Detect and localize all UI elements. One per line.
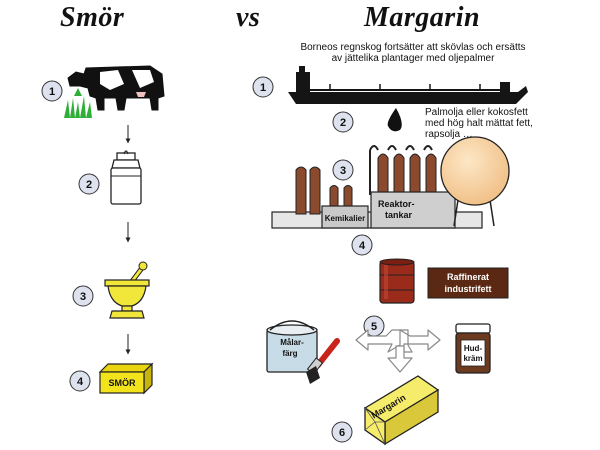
step-circle xyxy=(351,234,373,256)
refined-label-line1: Raffinerat xyxy=(447,272,489,282)
step-circle xyxy=(72,285,94,307)
refined-label-line2: industrifett xyxy=(445,284,492,294)
step-circle xyxy=(332,159,354,181)
margarine-step-5: 5 Målar- färg Hud- kräm xyxy=(266,315,491,384)
cow-icon xyxy=(67,65,165,111)
step-circle xyxy=(332,111,354,133)
step-circle xyxy=(78,173,100,195)
butter-label: SMÖR xyxy=(109,378,137,388)
margarine-step-6: 6 Margarin xyxy=(331,375,440,446)
palm-note-line3: rapsolja … xyxy=(425,129,473,140)
step-circle xyxy=(41,80,63,102)
margarine-step-2: 2 xyxy=(332,108,402,133)
butter-block-icon: SMÖR xyxy=(98,362,154,395)
step-number: 4 xyxy=(77,376,84,388)
step-number: 1 xyxy=(49,86,55,98)
butter-step-2: 2 xyxy=(78,150,142,205)
refined-fat-label: Raffinerat industrifett xyxy=(427,267,509,299)
three-way-arrow-icon xyxy=(355,329,441,373)
step-number: 2 xyxy=(340,117,346,129)
butter-step-3: 3 xyxy=(72,261,150,319)
chemicals-box xyxy=(321,205,369,229)
oil-barrel-icon xyxy=(379,258,415,304)
title-margarine: Margarin xyxy=(364,2,481,33)
chemicals-label: Kemikalier xyxy=(325,214,365,223)
margarine-pack-icon: Margarin xyxy=(363,375,440,446)
reactor-tanks-box xyxy=(370,191,456,229)
paint-label-line2: färg xyxy=(282,349,297,358)
grass-icon xyxy=(64,88,92,118)
butter-step-1: 1 xyxy=(41,65,165,118)
borneo-note-line2: av jättelika plantager med oljepalmer xyxy=(331,53,495,64)
step-number: 3 xyxy=(340,165,346,177)
refinery-icon: Kemikalier Reaktor- tankar xyxy=(271,136,510,229)
milk-can-icon xyxy=(110,150,142,205)
paint-brush-icon xyxy=(306,338,340,384)
skin-cream-jar-icon: Hud- kräm xyxy=(455,323,491,374)
step-circle xyxy=(69,370,91,392)
reactor-label-line1: Reaktor- xyxy=(378,199,415,209)
cream-label-line1: Hud- xyxy=(464,344,483,353)
paint-label-line1: Målar- xyxy=(280,338,304,347)
borneo-note-line1: Borneos regnskog fortsätter att skövlas … xyxy=(300,42,526,53)
title-vs: vs xyxy=(236,2,261,33)
paint-can-icon: Målar- färg xyxy=(266,320,318,373)
title-butter: Smör xyxy=(60,2,125,33)
palm-note-line2: med hög halt mättat fett, xyxy=(425,118,533,129)
margarine-step-4: 4 Raffinerat industrifett xyxy=(351,234,509,304)
reactor-label-line2: tankar xyxy=(385,210,413,220)
butter-step-4: 4 SMÖR xyxy=(69,362,154,395)
palm-oil-note: Palmolja eller kokosfett med hög halt mä… xyxy=(425,107,545,140)
step-number: 3 xyxy=(80,291,86,303)
step-number: 5 xyxy=(371,321,377,333)
cream-label-line2: kräm xyxy=(463,354,482,363)
palm-note-line1: Palmolja eller kokosfett xyxy=(425,107,528,118)
step-number: 1 xyxy=(260,82,266,94)
step-circle xyxy=(331,421,353,443)
mortar-and-pestle-icon xyxy=(104,261,150,319)
step-circle xyxy=(252,76,274,98)
tanker-ship-icon xyxy=(288,66,528,104)
step-number: 2 xyxy=(86,179,92,191)
borneo-note: Borneos regnskog fortsätter att skövlas … xyxy=(268,42,558,64)
oil-drop-icon xyxy=(387,108,402,132)
storage-sphere-icon xyxy=(440,136,510,206)
step-number: 4 xyxy=(359,240,366,252)
margarine-step-3: 3 Kemikalier Reaktor- tankar xyxy=(271,136,510,229)
margarine-step-1: 1 xyxy=(252,66,528,104)
step-number: 6 xyxy=(339,427,345,439)
